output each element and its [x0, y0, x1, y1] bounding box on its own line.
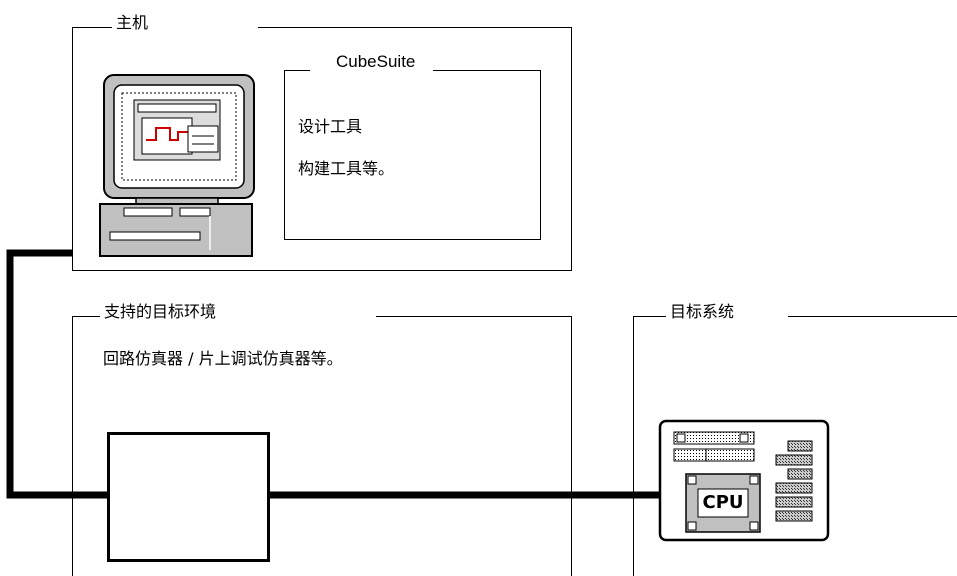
target-box	[633, 316, 957, 576]
connection-lines	[6, 249, 662, 499]
cpu-chip-label: CPU	[702, 492, 744, 513]
environment-label: 支持的目标环境	[100, 303, 377, 321]
computer-icon	[99, 74, 255, 257]
environment-description: 回路仿真器 / 片上调试仿真器等。	[103, 349, 343, 368]
software-line-1: 设计工具	[298, 117, 363, 136]
software-line-2: 构建工具等。	[298, 159, 395, 178]
target-board-icon	[658, 419, 830, 542]
cubesuite-title: CubeSuite	[310, 53, 434, 71]
host-box	[72, 27, 572, 271]
target-label: 目标系统	[666, 303, 789, 321]
host-label: 主机	[112, 14, 249, 32]
